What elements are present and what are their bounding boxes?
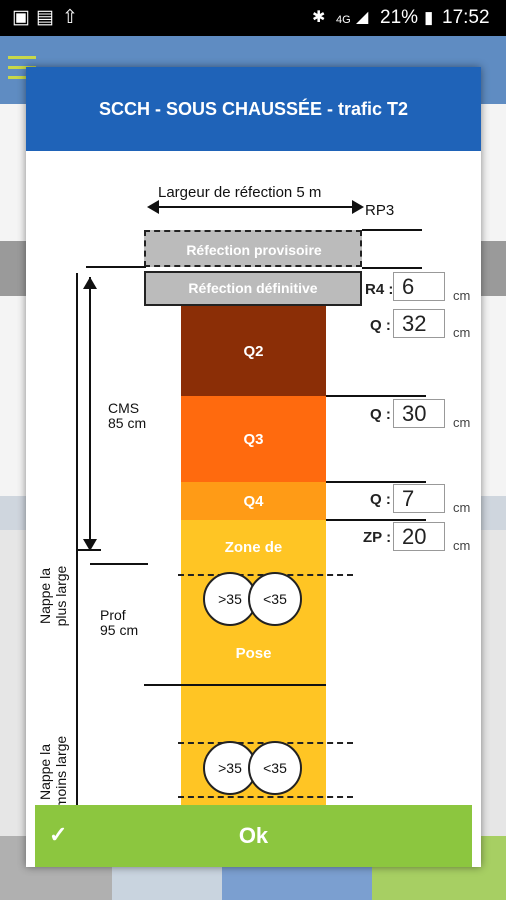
q4-label: Q : bbox=[370, 491, 391, 508]
r4-input[interactable]: 6 bbox=[393, 272, 445, 301]
width-arrow bbox=[156, 206, 356, 208]
download-notification-icon: ⇧ bbox=[62, 7, 78, 28]
layer-q4: Q4 bbox=[181, 482, 326, 520]
provisional-repair-label: Réfection provisoire bbox=[186, 242, 322, 258]
layer-q3: Q3 bbox=[181, 396, 326, 482]
network-type: 4G bbox=[336, 14, 351, 26]
arrow-right-icon bbox=[352, 200, 364, 214]
rp-label: RP3 bbox=[365, 202, 395, 219]
battery-icon: ▮ bbox=[424, 8, 434, 27]
dialog: SCCH - SOUS CHAUSSÉE - trafic T2 Largeur… bbox=[26, 67, 481, 867]
definitive-repair-label: Réfection définitive bbox=[188, 280, 318, 296]
q2-label: Q : bbox=[370, 317, 391, 334]
nappe-large-label: Nappe la plus large bbox=[37, 565, 69, 627]
q3-input[interactable]: 30 bbox=[393, 399, 445, 428]
q4-input[interactable]: 7 bbox=[393, 484, 445, 513]
check-icon: ✓ bbox=[49, 822, 68, 847]
layer-lower-zone bbox=[181, 684, 326, 805]
menu-icon bbox=[8, 56, 36, 59]
arrow-down-icon bbox=[83, 539, 97, 551]
dialog-title: SCCH - SOUS CHAUSSÉE - trafic T2 bbox=[26, 67, 481, 151]
zp-label: ZP : bbox=[363, 529, 392, 546]
provisional-repair-box bbox=[144, 230, 362, 267]
q3-unit: cm bbox=[453, 415, 471, 430]
q3-label: Q : bbox=[370, 406, 391, 423]
zp-input[interactable]: 20 bbox=[393, 522, 445, 551]
image-notification-icon: ▣ bbox=[12, 7, 30, 28]
pipe-circle: <35 bbox=[248, 741, 302, 795]
cms-label: CMS 85 cm bbox=[108, 400, 147, 431]
nappe-moins-label: Nappe la moins large bbox=[37, 735, 69, 805]
q4-unit: cm bbox=[453, 500, 471, 515]
zp-unit: cm bbox=[453, 538, 471, 553]
prof-dimension-line bbox=[76, 273, 78, 805]
pipe-circle: <35 bbox=[248, 572, 302, 626]
q2-input[interactable]: 32 bbox=[393, 309, 445, 338]
width-label: Largeur de réfection 5 m bbox=[158, 184, 322, 201]
screenshot-notification-icon: ▤ bbox=[36, 7, 54, 28]
clock: 17:52 bbox=[442, 7, 490, 28]
cross-section-diagram: Largeur de réfection 5 m RP3 Réfection p… bbox=[26, 151, 481, 805]
layer-q2: Q2 bbox=[181, 306, 326, 396]
cms-dimension-line bbox=[89, 277, 91, 549]
r4-unit: cm bbox=[453, 288, 471, 303]
arrow-up-icon bbox=[83, 277, 97, 289]
ok-label: Ok bbox=[238, 823, 269, 848]
status-bar: ▣ ▤ ⇧ ✱ 4G ◢ 21% ▮ 17:52 bbox=[0, 0, 506, 36]
signal-icon: ◢ bbox=[356, 9, 369, 26]
q2-unit: cm bbox=[453, 325, 471, 340]
battery-percent: 21% bbox=[380, 7, 419, 28]
definitive-repair-box bbox=[144, 271, 362, 306]
bluetooth-icon: ✱ bbox=[312, 9, 326, 26]
layer-zone-de: Zone de bbox=[181, 520, 326, 574]
r4-label: R4 : bbox=[365, 281, 394, 298]
arrow-left-icon bbox=[147, 200, 159, 214]
prof-label: Prof 95 cm bbox=[100, 607, 139, 638]
ok-button[interactable]: ✓ Ok bbox=[35, 805, 472, 867]
